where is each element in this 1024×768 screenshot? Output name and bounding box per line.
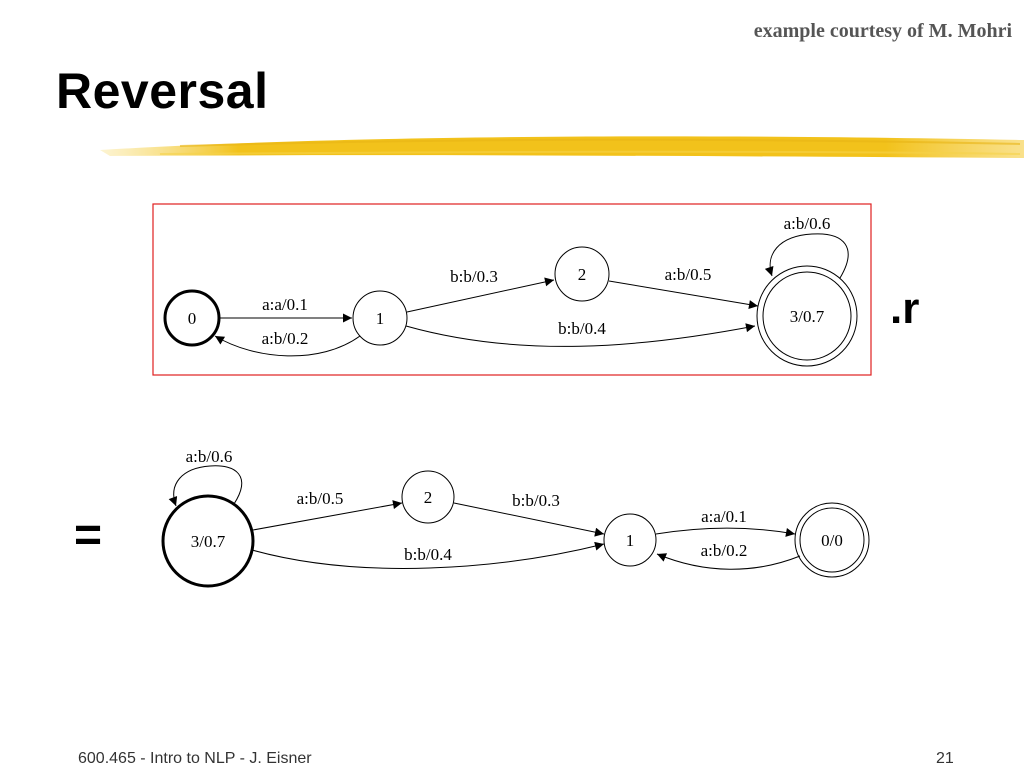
top-state-0: 0 (163, 289, 221, 347)
bottom-arc-3-3-label: a:b/0.6 (186, 447, 233, 466)
top-arc-2-3-label: a:b/0.5 (665, 265, 712, 284)
bottom-arc-2-1-label: b:b/0.3 (512, 491, 560, 510)
top-arc-1-3-label: b:b/0.4 (558, 319, 606, 338)
top-arc-3-3-label: a:b/0.6 (784, 214, 831, 233)
top-state-1: 1 (352, 290, 408, 346)
slide-title: Reversal (56, 63, 269, 119)
highlighter-stroke (100, 136, 1024, 158)
top-state-3: 3/0.7 (756, 265, 858, 367)
bottom-state-0-label: 0/0 (821, 531, 843, 550)
equals-sign: = (74, 509, 103, 562)
top-arc-1-0 (214, 335, 361, 357)
bottom-state-0: 0/0 (794, 502, 870, 578)
top-state-2: 2 (554, 246, 610, 302)
bottom-arc-1-0-label: a:a/0.1 (701, 507, 747, 526)
bottom-state-1: 1 (603, 513, 657, 567)
top-arc-2-3 (608, 280, 759, 309)
top-state-1-label: 1 (376, 309, 385, 328)
bottom-arc-0-1 (656, 553, 801, 570)
bottom-arc-3-2-label: a:b/0.5 (297, 489, 344, 508)
footer-course: 600.465 - Intro to NLP - J. Eisner (78, 750, 312, 767)
top-arc-0-1-label: a:a/0.1 (262, 295, 308, 314)
bottom-state-1-label: 1 (626, 531, 635, 550)
reverse-operator: .r (890, 284, 920, 333)
page-number: 21 (936, 750, 954, 767)
top-state-0-label: 0 (188, 309, 197, 328)
bottom-arc-3-1-label: b:b/0.4 (404, 545, 452, 564)
top-arc-1-2 (406, 277, 555, 313)
bottom-state-2: 2 (401, 470, 455, 524)
top-arc-1-2-label: b:b/0.3 (450, 267, 498, 286)
top-state-2-label: 2 (578, 265, 587, 284)
bottom-arc-1-0 (655, 527, 796, 537)
top-fst-box (152, 203, 872, 376)
bottom-arc-3-2 (252, 500, 403, 531)
top-state-3-label: 3/0.7 (790, 307, 825, 326)
top-arc-3-3 (764, 233, 849, 279)
top-arc-1-3 (405, 323, 756, 347)
bottom-arc-0-1-label: a:b/0.2 (701, 541, 748, 560)
top-arc-1-0-label: a:b/0.2 (262, 329, 309, 348)
bottom-arc-3-3 (168, 465, 243, 507)
bottom-state-3: 3/0.7 (161, 494, 255, 588)
bottom-arc-3-1 (251, 541, 605, 569)
bottom-arc-2-1 (453, 502, 605, 537)
bottom-state-2-label: 2 (424, 488, 433, 507)
bottom-state-3-label: 3/0.7 (191, 532, 226, 551)
courtesy-note: example courtesy of M. Mohri (753, 20, 1012, 42)
